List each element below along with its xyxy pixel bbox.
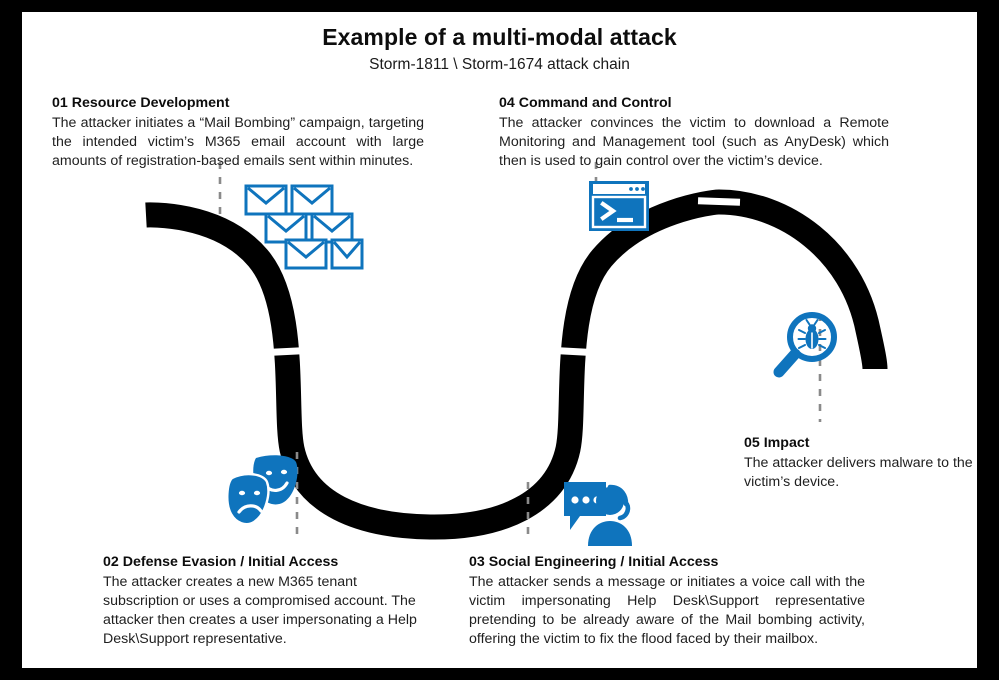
stage-block-04: 04 Command and Control The attacker conv…	[499, 94, 889, 171]
stage-block-03: 03 Social Engineering / Initial Access T…	[469, 553, 865, 649]
stage-heading-03: 03 Social Engineering / Initial Access	[469, 554, 719, 570]
stage-body-04: The attacker convinces the victim to dow…	[499, 115, 889, 169]
stage-body-01: The attacker initiates a “Mail Bombing” …	[52, 115, 424, 169]
stage-block-01: 01 Resource Development The attacker ini…	[52, 94, 424, 171]
headset-person	[588, 484, 632, 546]
stage-body-03: The attacker sends a message or initiate…	[469, 574, 865, 647]
support-agent-chat-icon	[564, 482, 632, 546]
stage-heading-02: 02 Defense Evasion / Initial Access	[103, 554, 339, 570]
terminal-console-icon	[589, 181, 649, 231]
envelopes-icon	[244, 184, 364, 270]
page-title: Example of a multi-modal attack	[322, 24, 677, 50]
stage-heading-05: 05 Impact	[744, 435, 810, 451]
stage-heading-01: 01 Resource Development	[52, 95, 230, 111]
magnifier-bug-icon	[773, 312, 837, 378]
diagram-canvas: Example of a multi-modal attack Storm-18…	[22, 12, 977, 668]
tragedy-mask	[226, 472, 270, 526]
stage-body-02: The attacker creates a new M365 tenant s…	[103, 574, 417, 647]
stage-heading-04: 04 Command and Control	[499, 95, 672, 111]
theater-masks-icon	[226, 455, 298, 526]
stage-body-05: The attacker delivers malware to the vic…	[744, 455, 973, 490]
chain-ribbon	[145, 189, 888, 540]
stage-block-05: 05 Impact The attacker delivers malware …	[744, 434, 974, 492]
speech-bubble	[564, 482, 606, 530]
page-subtitle: Storm-1811 \ Storm-1674 attack chain	[369, 56, 630, 73]
stage-block-02: 02 Defense Evasion / Initial Access The …	[103, 553, 433, 649]
